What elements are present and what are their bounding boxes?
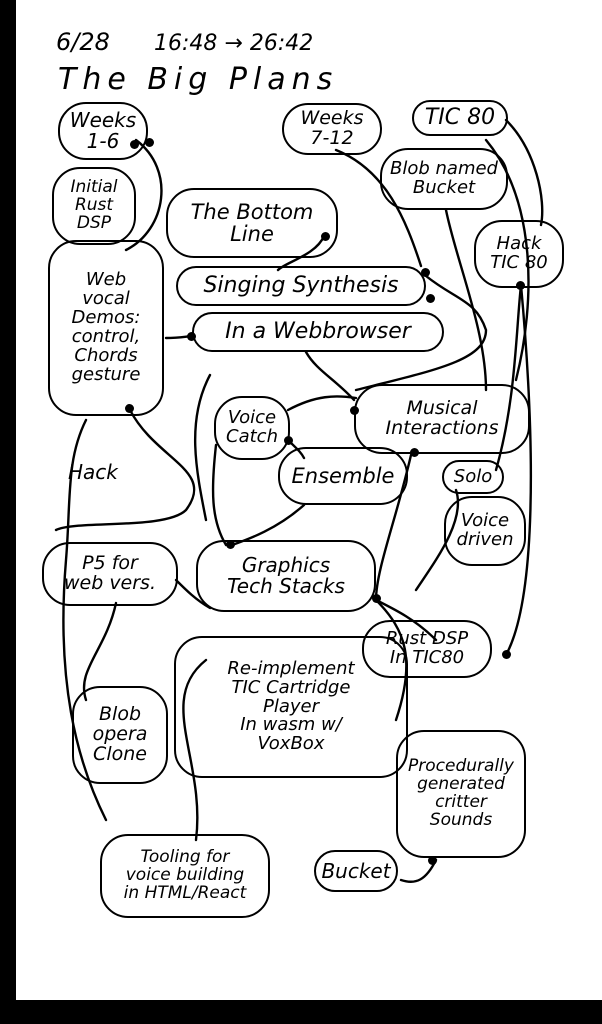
node-procedural-critter-sounds: Procedurally generated critter Sounds <box>396 730 526 858</box>
node-tic80: TIC 80 <box>412 100 508 136</box>
node-singing-synthesis: Singing Synthesis <box>176 266 426 306</box>
connector-singing-to-musical <box>354 274 488 392</box>
connector-browser-to-graphics <box>193 373 212 522</box>
connector-dot <box>516 281 525 290</box>
node-solo: Solo <box>442 460 504 494</box>
connector-graphics-to-rust-dsp <box>374 598 438 642</box>
connector-ensemble-to-graphics <box>230 503 306 547</box>
node-bucket: Bucket <box>314 850 398 892</box>
connector-voice-catcher-to-graphics <box>211 443 228 547</box>
node-blob-opera-clone: Blob opera Clone <box>72 686 168 784</box>
sketch-page: 6/28 16:48 → 26:42 The Big Plans Weeks 1… <box>16 0 602 1000</box>
node-reimplement-tic-player: Re-implement TIC Cartridge Player In was… <box>174 636 408 778</box>
connector-dot <box>226 540 235 549</box>
node-musical-interactions: Musical Interactions <box>354 384 530 454</box>
date-label: 6/28 <box>56 28 110 56</box>
connector-blob-to-musical <box>444 208 488 392</box>
connector-browser-to-musical <box>304 350 356 402</box>
node-in-a-web-browser: In a Webbrowser <box>192 312 444 352</box>
node-the-bottom-line: The Bottom Line <box>166 188 338 258</box>
connector-musical-to-graphics <box>374 453 413 602</box>
connector-graphics-to-reimplement <box>374 598 408 722</box>
page-title: The Big Plans <box>58 62 339 97</box>
node-voice-driven: Voice driven <box>444 496 526 566</box>
node-hack-tic80: Hack TIC 80 <box>474 220 564 288</box>
connector-hack-loop <box>54 408 196 532</box>
time-range-label: 16:48 → 26:42 <box>154 31 314 56</box>
connector-hack-tic80-to-rust-dsp <box>504 283 533 657</box>
connector-dot <box>421 268 430 277</box>
node-initial-rust-dsp: Initial Rust DSP <box>52 167 136 245</box>
connector-reimplement-to-tooling <box>182 658 208 842</box>
connector-dot <box>284 436 293 445</box>
connector-dot <box>428 856 437 865</box>
connector-dot <box>350 406 359 415</box>
node-tooling-voice-building: Tooling for voice building in HTML/React <box>100 834 270 918</box>
connector-tic80-to-hack <box>504 118 544 227</box>
node-p5-web-version: P5 for web vers. <box>42 542 178 606</box>
node-rust-dsp-in-tic80: Rust DSP In TIC80 <box>362 620 492 678</box>
node-web-demos: Web vocal Demos: control, Chords gesture <box>48 240 164 416</box>
node-voice-catcher: Voice Catch <box>214 396 290 460</box>
connector-dot <box>145 138 154 147</box>
connector-dot <box>372 594 381 603</box>
connector-dot <box>410 448 419 457</box>
connector-dot <box>321 232 330 241</box>
node-weeks-7-12: Weeks 7-12 <box>282 103 382 155</box>
hack-label: Hack <box>68 460 118 484</box>
connector-voice-catcher-to-musical <box>286 395 358 412</box>
node-weeks-1-6: Weeks 1-6 <box>58 102 148 160</box>
connector-dot <box>130 140 139 149</box>
connector-dot <box>187 332 196 341</box>
connector-dot <box>502 650 511 659</box>
node-graphics-tech-stacks: Graphics Tech Stacks <box>196 540 376 612</box>
node-ensemble: Ensemble <box>278 447 408 505</box>
node-blob-named-bucket: Blob named Bucket <box>380 148 508 210</box>
connector-dot <box>426 294 435 303</box>
connector-dot <box>125 404 134 413</box>
